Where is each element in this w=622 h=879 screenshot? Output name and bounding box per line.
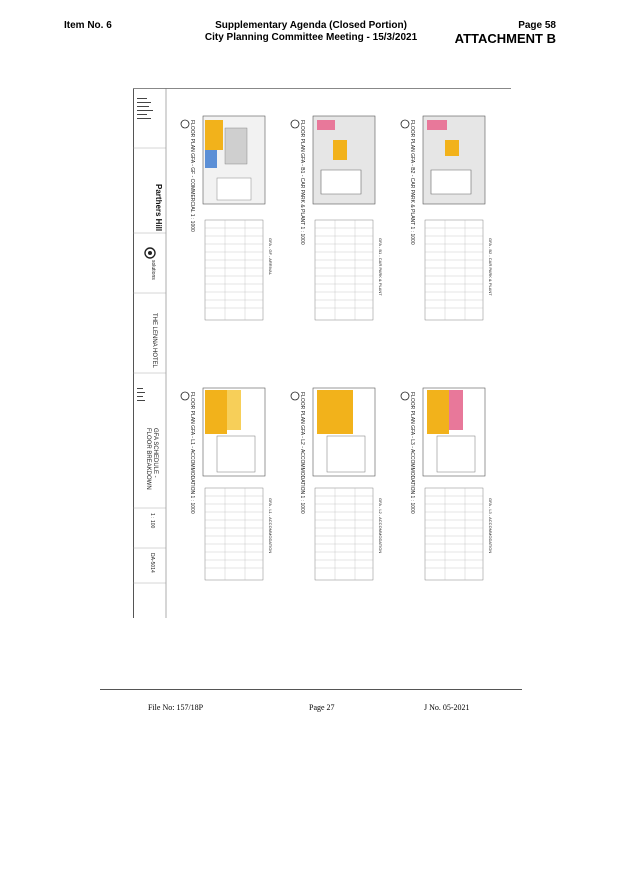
footer-page: Page 27 (309, 703, 335, 712)
attachment-label: ATTACHMENT B (454, 31, 556, 46)
drawing-sheet: Parthers Hill solutions THE LENNA HOTEL … (133, 88, 511, 618)
plan-title-text: FLOOR PLAN (189, 120, 195, 152)
plan-title-text: FLOOR PLAN (299, 392, 305, 424)
plan-title-text: FLOOR PLAN (409, 120, 415, 152)
footer-file-no: File No: 157/18P (148, 703, 204, 712)
footer-rule (100, 689, 522, 690)
schedule-title-gf: GFA - GF - ARRIVAL (268, 238, 273, 276)
project-name: THE LENNA HOTEL (151, 313, 157, 369)
footer-j-no: J No. 05-2021 (424, 703, 470, 712)
sheet-top-border (133, 88, 511, 89)
schedule-title-l2: GFA - L2 - ACCOMMODATION (378, 498, 383, 554)
sheet-frame (133, 88, 512, 618)
plan-title-text: FLOOR PLAN (299, 120, 305, 152)
sheet-number: DA-5014 (149, 553, 155, 573)
plan-title-l1: FLOOR PLAN GFA - L1 - ACCOMMODATION 1 : … (189, 392, 195, 514)
plan-title-l3: FLOOR PLAN GFA - L3 - ACCOMMODATION 1 : … (409, 392, 415, 514)
agenda-title-line-2: City Planning Committee Meeting - 15/3/2… (204, 32, 418, 43)
title-block (133, 88, 167, 618)
plan-title-text: FLOOR PLAN (409, 392, 415, 424)
schedule-title-l3: GFA - L3 - ACCOMMODATION (488, 498, 493, 554)
plan-title-b1: FLOOR PLAN GFA - B1 - CAR PARK & PLANT 1… (299, 120, 305, 245)
drawing-scale: 1 : 100 (149, 513, 155, 529)
plan-title-gf: FLOOR PLAN GFA - GF - COMMERCIAL 1 : 100… (189, 120, 195, 232)
schedule-title-b1: GFA - B1 - CAR PARK & PLANT (378, 238, 383, 296)
plan-title-text: FLOOR PLAN (189, 392, 195, 424)
consultant-logo-text: solutions (150, 260, 156, 280)
plan-subtitle-text: GFA - L2 - ACCOMMODATION 1 : 1000 (299, 425, 305, 514)
item-number: Item No. 6 (64, 20, 112, 31)
plan-subtitle-text: GFA - B1 - CAR PARK & PLANT 1 : 1000 (299, 153, 305, 245)
client-name: Parthers Hill (154, 184, 163, 232)
plan-subtitle-text: GFA - GF - COMMERCIAL 1 : 1000 (189, 153, 195, 232)
plan-title-l2: FLOOR PLAN GFA - L2 - ACCOMMODATION 1 : … (299, 392, 305, 514)
schedule-title-l1: GFA - L1 - ACCOMMODATION (268, 498, 273, 554)
plan-subtitle-text: GFA - B2 - CAR PARK & PLANT 1 : 1000 (409, 153, 415, 245)
sheet-title-1: GFA SCHEDULE - (152, 428, 158, 478)
plan-subtitle-text: GFA - L3 - ACCOMMODATION 1 : 1000 (409, 425, 415, 514)
plan-title-b2: FLOOR PLAN GFA - B2 - CAR PARK & PLANT 1… (409, 120, 415, 245)
page-number: Page 58 (518, 20, 556, 31)
plan-subtitle-text: GFA - L1 - ACCOMMODATION 1 : 1000 (189, 425, 195, 514)
agenda-title-line-1: Supplementary Agenda (Closed Portion) (215, 20, 407, 31)
schedule-title-b2: GFA - B2 - CAR PARK & PLANT (488, 238, 493, 296)
agenda-title: Supplementary Agenda (Closed Portion) Ci… (0, 20, 622, 44)
sheet-title-2: FLOOR BREAKDOWN (145, 428, 151, 490)
